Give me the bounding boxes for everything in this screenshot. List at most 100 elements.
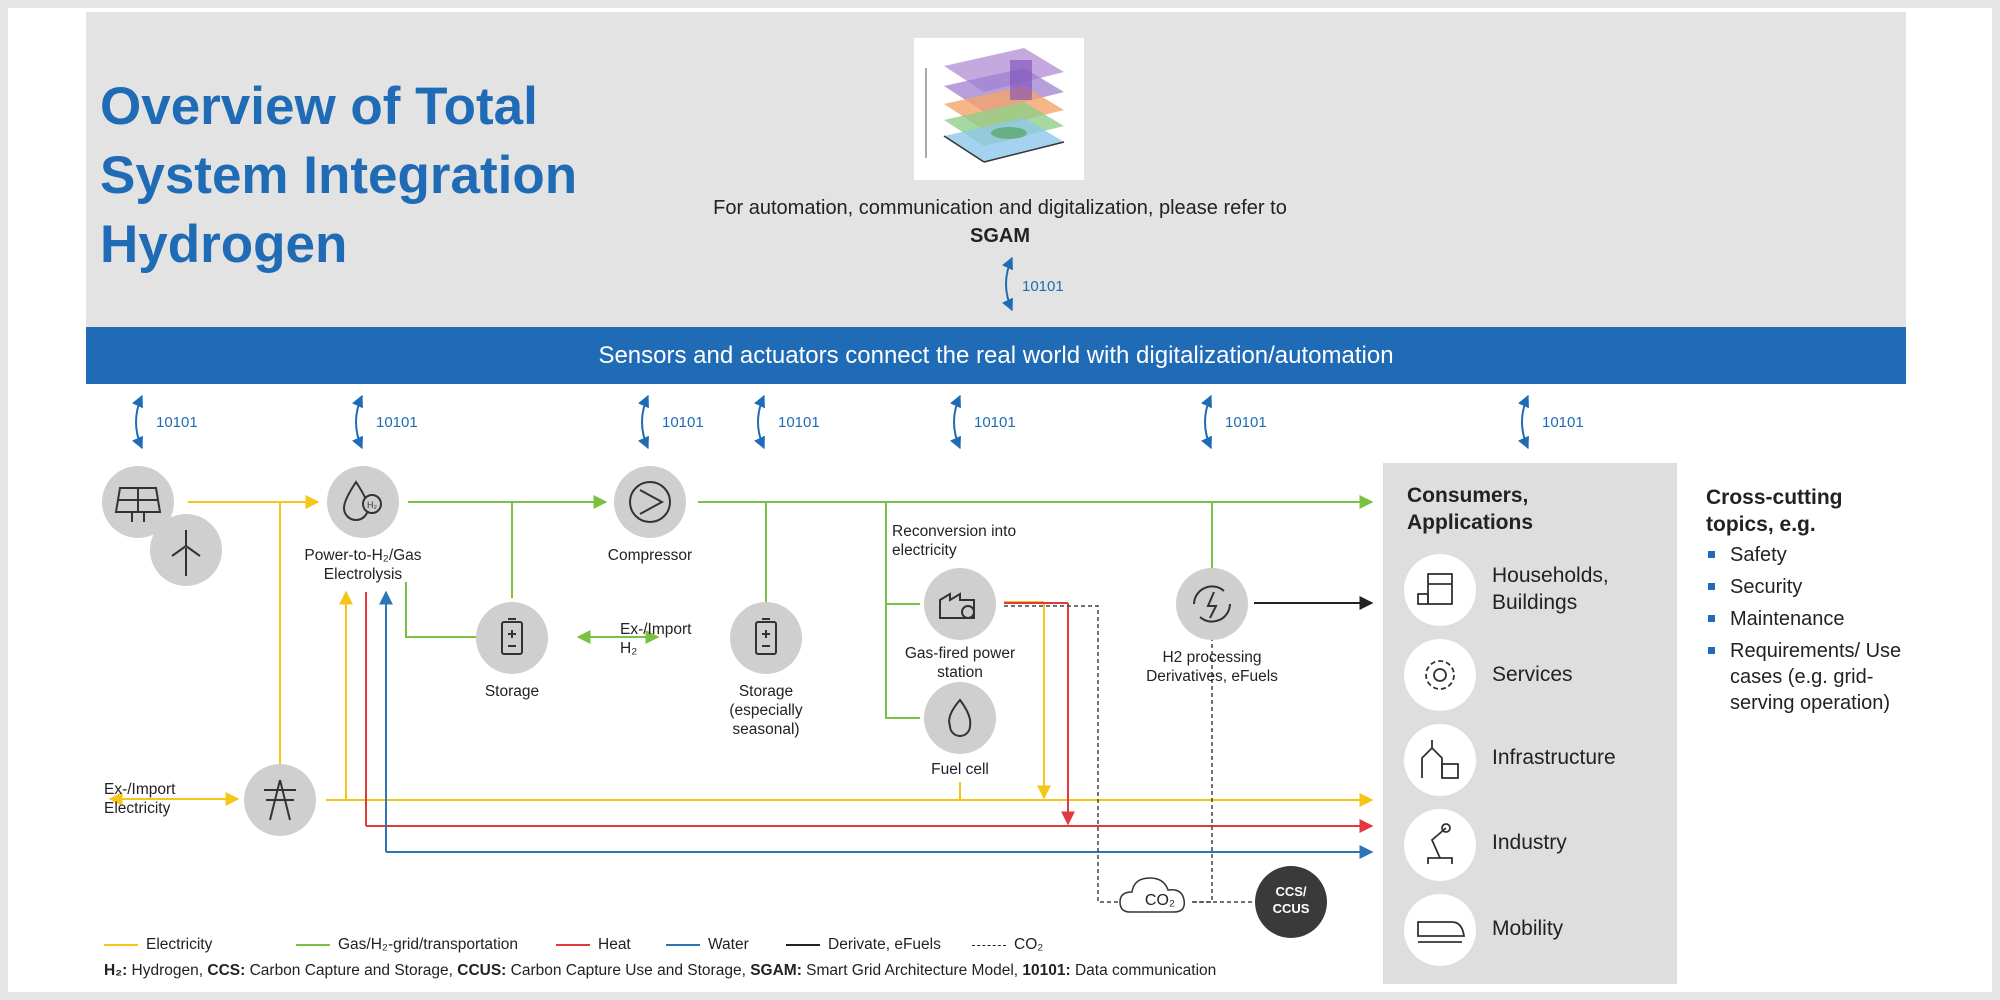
ex-import-electricity-label: Ex-/Import Electricity <box>104 780 175 818</box>
gas-fired-node[interactable] <box>924 568 996 640</box>
gas-fired-line-2: station <box>937 664 983 681</box>
legend-swatch <box>786 944 820 946</box>
ex-import-h2-line-2: H₂ <box>620 640 638 657</box>
electrolysis-label: Power-to-H₂/Gas Electrolysis <box>283 546 443 584</box>
consumer-households-line-2: Buildings <box>1492 591 1578 614</box>
grid-node[interactable] <box>244 764 316 836</box>
gas-fired-label: Gas-fired power station <box>890 644 1030 682</box>
solar-panel-icon <box>114 487 162 522</box>
data-comm-label-1: 10101 <box>156 414 198 431</box>
electrolysis-label-line-2: Electrolysis <box>323 566 403 583</box>
gear-icon <box>1425 660 1455 690</box>
cross-cutting-title-line-1: Cross-cutting <box>1706 486 1843 509</box>
cross-cutting-title-line-2: topics, e.g. <box>1706 513 1816 536</box>
cross-item-safety: Safety <box>1706 542 1916 568</box>
sgam-reference: For automation, communication and digita… <box>690 194 1310 250</box>
h2-processing-node[interactable] <box>1176 568 1248 640</box>
legend-electricity: Electricity <box>104 936 212 954</box>
consumer-households[interactable]: Households, Buildings <box>1492 562 1609 616</box>
processing-icon <box>1193 585 1231 623</box>
power-pylon-icon <box>264 779 296 821</box>
cross-item-text: Requirements/ Use cases (e.g. grid-servi… <box>1730 640 1902 714</box>
footnote-term: CCUS: <box>457 962 507 979</box>
cross-item-text: Safety <box>1730 544 1787 566</box>
footnote-term: H₂: <box>104 962 128 979</box>
wind-node[interactable] <box>150 514 222 586</box>
ccs-label-line-2: CCUS <box>1272 901 1310 916</box>
co2-lines <box>1004 605 1256 903</box>
gas-lines <box>405 495 1374 719</box>
reconversion-label: Reconversion into electricity <box>892 522 1016 560</box>
legend-co2: CO₂ <box>972 936 1043 954</box>
h2-processing-line-2: Derivatives, eFuels <box>1146 668 1278 685</box>
compressor-node[interactable] <box>614 466 686 538</box>
consumer-services[interactable]: Services <box>1492 663 1573 686</box>
fuel-cell-node[interactable] <box>924 682 996 754</box>
water-lines <box>379 590 1374 859</box>
ex-import-h2-label: Ex-/Import H₂ <box>620 620 691 658</box>
legend-water: Water <box>666 936 749 954</box>
flame-icon <box>948 698 972 737</box>
storage-seasonal-node[interactable] <box>730 602 802 674</box>
title-line-1: Overview of Total <box>100 77 538 136</box>
pv-node[interactable] <box>102 466 174 538</box>
train-icon <box>1417 921 1466 943</box>
svg-text:H₂: H₂ <box>367 500 377 510</box>
cross-item-maintenance: Maintenance <box>1706 606 1916 632</box>
legend-swatch <box>666 944 700 946</box>
footnote-desc: Carbon Capture Use and Storage, <box>506 962 751 979</box>
footnote-term: 10101: <box>1022 962 1071 979</box>
consumer-mobility[interactable]: Mobility <box>1492 917 1564 940</box>
h2-droplet-icon <box>342 480 382 521</box>
page-title: Overview of Total System Integration Hyd… <box>100 72 700 279</box>
storage-node[interactable] <box>476 602 548 674</box>
reconversion-line-1: Reconversion into <box>892 523 1017 540</box>
footnote-desc: Data communication <box>1070 962 1217 979</box>
co2-node <box>1119 877 1186 913</box>
cross-item-text: Security <box>1730 576 1803 598</box>
sgam-link[interactable]: SGAM <box>970 225 1030 247</box>
storage-seasonal-label: Storage (especially seasonal) <box>706 682 826 739</box>
consumers-title-line-1: Consumers, <box>1407 484 1529 507</box>
cross-cutting-title: Cross-cutting topics, e.g. <box>1706 484 1843 538</box>
legend-label: Gas/H₂-grid/transportation <box>338 936 519 953</box>
consumer-households-line-1: Households, <box>1492 564 1609 587</box>
compressor-icon <box>629 481 671 523</box>
legend-swatch <box>296 944 330 946</box>
battery-icon <box>501 618 523 655</box>
footnote-desc: Smart Grid Architecture Model, <box>801 962 1023 979</box>
title-line-3: Hydrogen <box>100 215 348 274</box>
footnote-desc: Carbon Capture and Storage, <box>245 962 458 979</box>
church-icon <box>1421 740 1459 779</box>
footnote-term: SGAM: <box>750 962 802 979</box>
power-plant-icon <box>939 592 975 619</box>
cross-item-requirements: Requirements/ Use cases (e.g. grid-servi… <box>1706 638 1916 716</box>
cloud-icon <box>1119 877 1186 913</box>
gas-fired-line-1: Gas-fired power <box>904 645 1016 662</box>
consumer-infrastructure[interactable]: Infrastructure <box>1492 746 1616 769</box>
data-comm-label-7: 10101 <box>1542 414 1584 431</box>
consumers-title-line-2: Applications <box>1407 511 1534 534</box>
storage-seasonal-line-1: Storage <box>738 683 794 700</box>
data-comm-arrows <box>132 256 1529 450</box>
data-comm-label-6: 10101 <box>1225 414 1267 431</box>
footnote-desc: Hydrogen, <box>127 962 208 979</box>
bullet-icon <box>1708 583 1715 590</box>
footnote-term: CCS: <box>207 962 246 979</box>
bullet-icon <box>1708 647 1715 654</box>
legend-heat: Heat <box>556 936 631 954</box>
electrolysis-label-line-1: Power-to-H₂/Gas <box>304 547 422 564</box>
legend-swatch <box>972 944 1006 946</box>
sensors-banner: Sensors and actuators connect the real w… <box>86 327 1906 384</box>
consumer-industry[interactable]: Industry <box>1492 831 1567 854</box>
ccs-node[interactable] <box>1255 866 1327 938</box>
consumers-title: Consumers, Applications <box>1407 482 1533 536</box>
legend-label: CO₂ <box>1014 936 1044 953</box>
title-line-2: System Integration <box>100 146 578 205</box>
legend-label: Electricity <box>146 936 213 953</box>
electrolysis-node[interactable]: H₂ <box>327 466 399 538</box>
h2-processing-label: H2 processing Derivatives, eFuels <box>1132 648 1292 686</box>
legend-gas: Gas/H₂-grid/transportation <box>296 936 518 954</box>
ex-import-elec-line-2: Electricity <box>104 800 171 817</box>
